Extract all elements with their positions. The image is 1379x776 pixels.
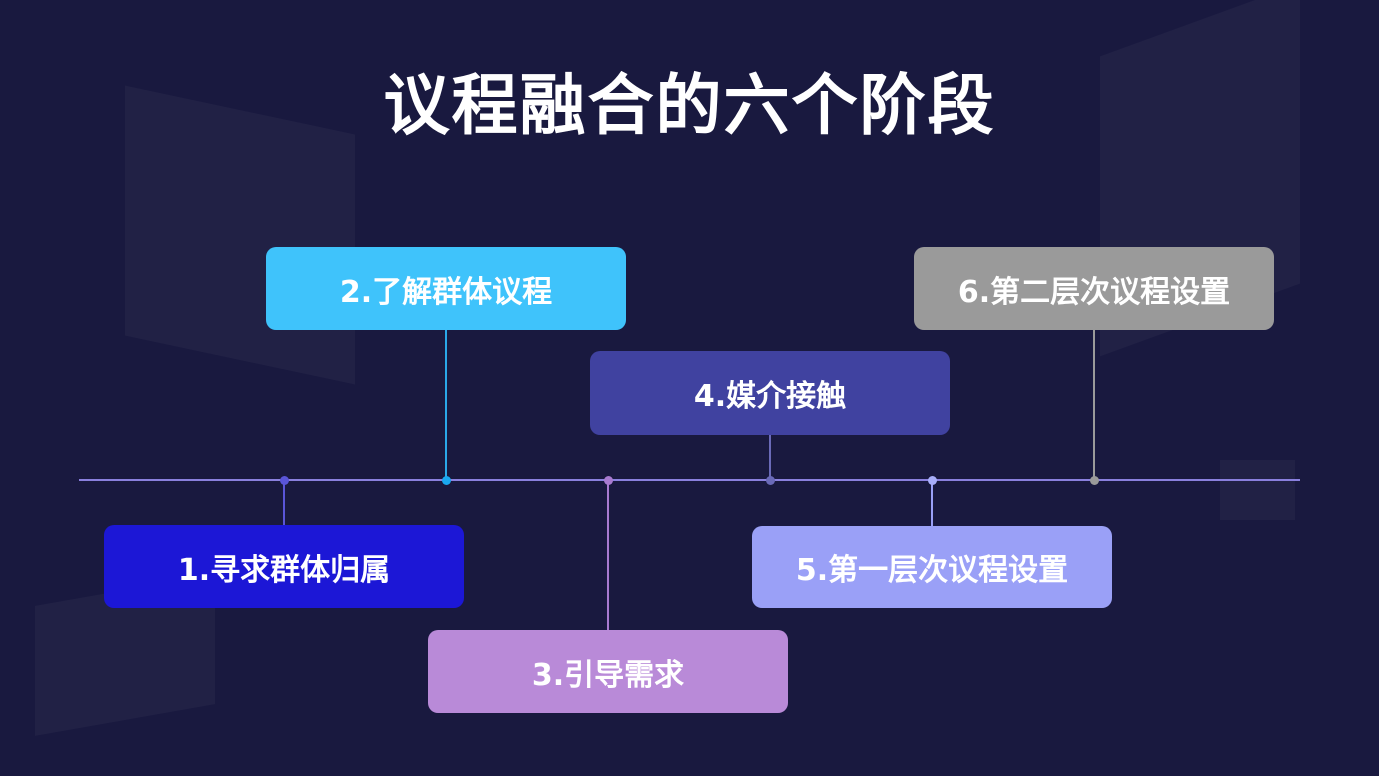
stage-box-5: 5.第一层次议程设置 — [752, 526, 1112, 608]
connector-6 — [1093, 330, 1095, 480]
timeline-dot-2 — [441, 476, 451, 485]
stage-label: 3.引导需求 — [531, 657, 685, 693]
timeline-dot-4 — [765, 476, 775, 485]
connector-4 — [769, 435, 771, 480]
connector-2 — [445, 330, 447, 480]
stage-label: 2.了解群体议程 — [339, 274, 553, 310]
page-title: 议程融合的六个阶段 — [383, 67, 996, 144]
timeline-dot-6 — [1089, 476, 1099, 485]
connector-3 — [607, 480, 609, 630]
stage-label: 6.第二层次议程设置 — [957, 274, 1231, 310]
stage-box-4: 4.媒介接触 — [590, 351, 950, 435]
stage-box-6: 6.第二层次议程设置 — [914, 247, 1274, 330]
timeline-dot-5 — [927, 476, 937, 485]
background-decoration — [1220, 460, 1295, 520]
stage-box-1: 1.寻求群体归属 — [104, 525, 464, 608]
stage-label: 5.第一层次议程设置 — [795, 553, 1069, 588]
timeline-dot-1 — [279, 476, 289, 485]
timeline-axis — [79, 479, 1300, 481]
connector-1 — [283, 480, 285, 525]
stage-box-2: 2.了解群体议程 — [266, 247, 626, 330]
timeline-dot-3 — [603, 476, 613, 485]
stage-label: 1.寻求群体归属 — [177, 552, 391, 588]
stage-label: 4.媒介接触 — [693, 379, 847, 414]
stage-box-3: 3.引导需求 — [428, 630, 788, 713]
connector-5 — [931, 480, 933, 526]
